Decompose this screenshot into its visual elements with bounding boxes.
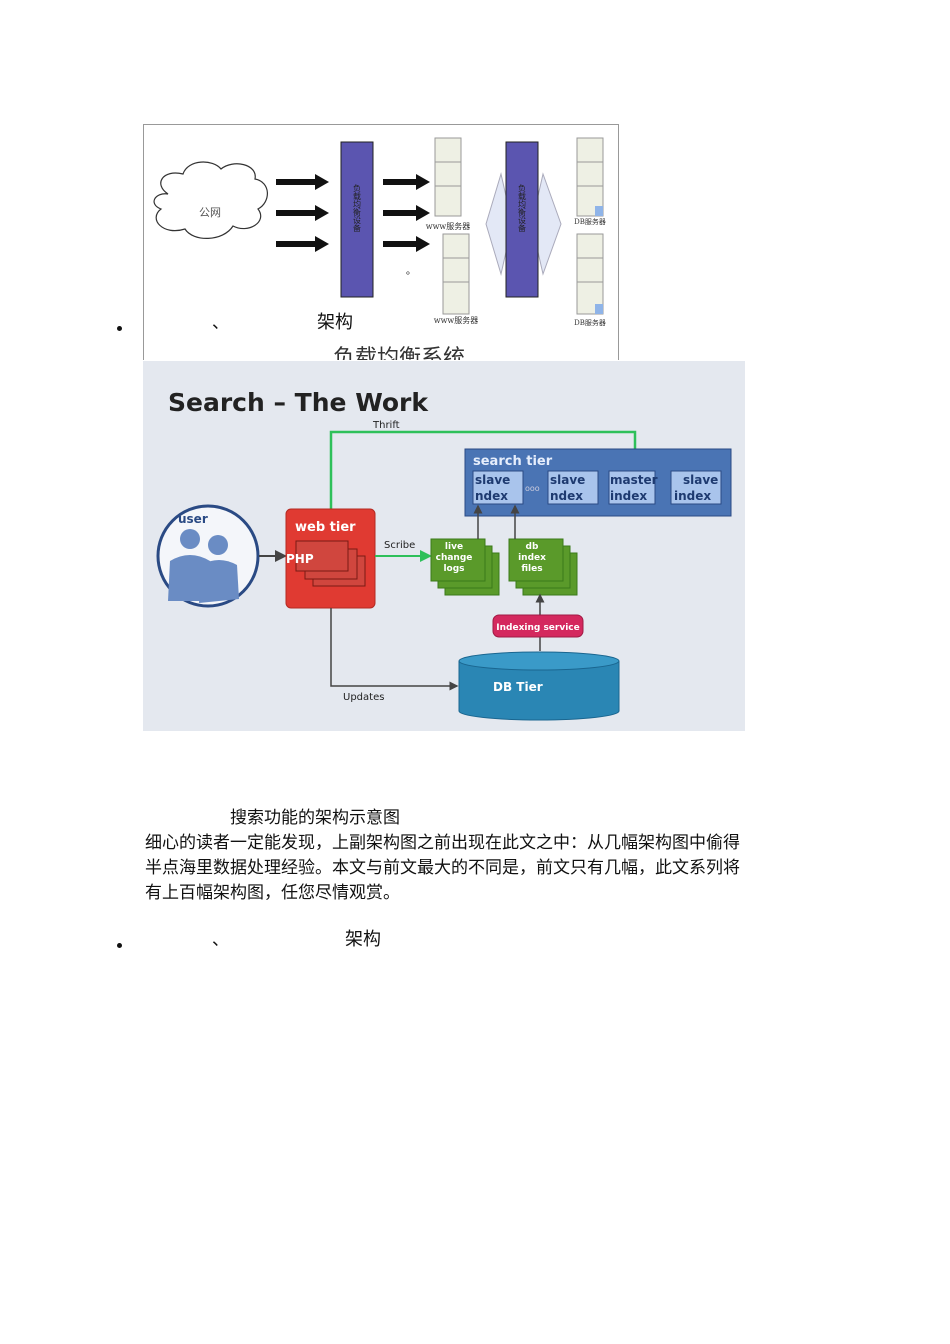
ellipsis: ooo — [525, 484, 540, 493]
index-box-line1: slave — [475, 473, 510, 487]
indexing-service-label: Indexing service — [496, 623, 579, 633]
php-label: PHP — [286, 552, 314, 566]
live-logs-line: change — [436, 553, 473, 563]
lb-label-2: 负载均衡设备 — [518, 183, 527, 233]
search-tier: search tier slave ndex slave ndex master… — [464, 448, 732, 517]
db-index-files — [508, 538, 578, 596]
list-separator: 、 — [212, 313, 229, 333]
list-label: 架构 — [317, 312, 353, 333]
thrift-label: Thrift — [372, 420, 400, 431]
arrows-left — [276, 174, 430, 252]
list-label: 架构 — [345, 929, 381, 950]
index-box-line1: master — [610, 473, 658, 487]
db-tier: DB Tier — [458, 651, 620, 721]
diagram-title: Search – The Work — [168, 388, 429, 417]
live-logs-line: live — [445, 542, 463, 552]
indexing-service: Indexing service — [492, 614, 584, 638]
paragraph-line: 有上百幅架构图，任您尽情观赏。 — [145, 883, 400, 903]
db-files-line: index — [518, 553, 546, 563]
index-box-line1: slave — [683, 473, 718, 487]
updates-label: Updates — [343, 692, 384, 703]
www-server-label-1: www服务器 — [426, 221, 471, 231]
web-tier: web tier PHP — [285, 508, 376, 609]
load-balancer-2 — [505, 141, 539, 298]
bullet — [117, 943, 122, 948]
db-server-label-1: DB服务器 — [574, 217, 606, 226]
live-change-logs — [430, 538, 500, 596]
lb-label-1: 负载均衡设备 — [353, 183, 362, 233]
index-box-line1: slave — [550, 473, 585, 487]
index-box-line2: ndex — [475, 489, 508, 503]
load-balancer-1 — [340, 141, 374, 298]
bullet — [117, 326, 122, 331]
index-box-line2: index — [674, 489, 711, 503]
db-server-label-2: DB服务器 — [574, 318, 606, 327]
list-separator: 、 — [212, 930, 229, 950]
db-icons — [595, 206, 603, 314]
updates-connector — [330, 608, 459, 691]
dot: 。 — [406, 266, 416, 277]
search-tier-label: search tier — [473, 454, 553, 469]
index-box-line2: index — [610, 489, 647, 503]
paragraph-line: 细心的读者一定能发现，上副架构图之前出现在此文之中：从几幅架构图中偷得 — [145, 833, 740, 853]
scribe-label: Scribe — [384, 540, 415, 551]
user-label: user — [178, 512, 208, 526]
web-tier-label: web tier — [295, 520, 356, 535]
db-tier-label: DB Tier — [493, 680, 543, 694]
diagram-caption: 负载均衡系统 — [333, 346, 465, 360]
public-network-cloud: 公网 — [153, 161, 268, 239]
cloud-label: 公网 — [199, 206, 221, 219]
db-files-line: db — [526, 542, 539, 552]
live-logs-line: logs — [443, 564, 464, 574]
paragraph-line: 半点海里数据处理经验。本文与前文最大的不同是，前文只有几幅，此文系列将 — [145, 858, 740, 878]
search-architecture-diagram: Search – The Work Thrift search tier sla… — [143, 361, 745, 731]
user-icon: user — [156, 504, 260, 608]
figure-caption: 搜索功能的架构示意图 — [230, 808, 400, 828]
db-files-line: files — [521, 564, 542, 574]
db-servers — [576, 137, 604, 315]
www-server-label-2: www服务器 — [434, 315, 479, 325]
www-servers — [434, 137, 470, 315]
load-balancing-diagram: 公网 负载均衡设备 负载均衡设备 www服务器 www服务器 。 DB服务器 D… — [143, 124, 619, 360]
index-box-line2: ndex — [550, 489, 583, 503]
